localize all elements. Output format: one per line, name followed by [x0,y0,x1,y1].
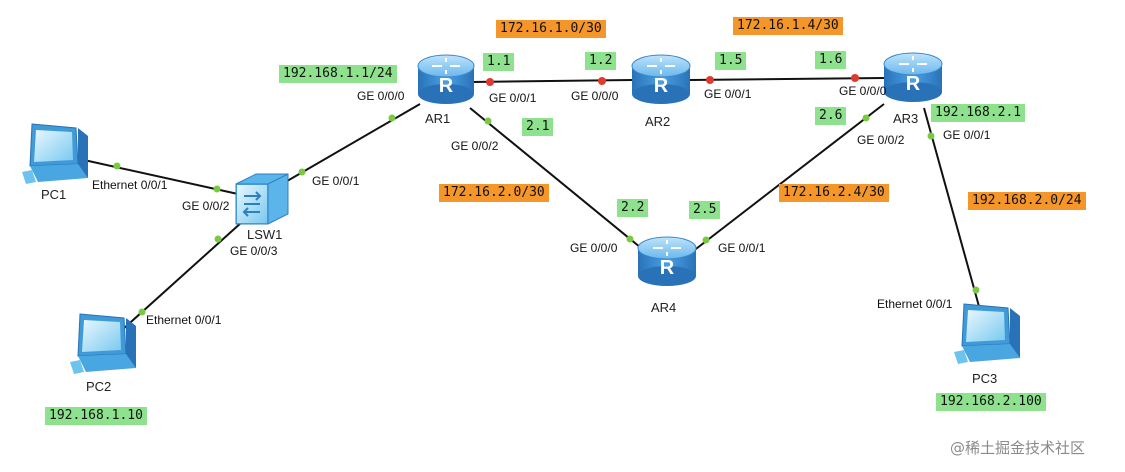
svg-text:R: R [439,75,454,97]
port-label-ar2-ge001: GE 0/0/1 [704,87,752,101]
port-dot-ar3-ge002 [862,114,870,122]
ip-label-ar1-11: 1.1 [483,53,515,71]
ip-label-ar1-lan: 192.168.1.1/24 [279,65,397,83]
pc-icon[interactable] [70,313,136,374]
link-pc1-lsw1[interactable] [83,159,239,195]
subnet-label-ar2-ar3: 172.16.1.4/30 [733,17,843,35]
link-ar4-ar3[interactable] [691,103,885,253]
port-label-ar3-ge000: GE 0/0/0 [839,84,887,98]
port-dot-ar2-ge000 [598,77,606,85]
ip-label-ar1-21: 2.1 [522,118,554,136]
device-name-ar4: AR4 [651,300,677,315]
port-label-ar4-ge000: GE 0/0/0 [570,241,618,255]
link-ar1-ar2[interactable] [471,79,633,83]
subnet-label-lan2: 192.168.2.0/24 [968,192,1086,210]
ip-label-ar4-22: 2.2 [617,199,649,217]
subnet-label-ar4-ar3: 172.16.2.4/30 [779,184,889,202]
svg-text:R: R [654,75,669,97]
port-label-ar1-ge002: GE 0/0/2 [451,139,499,153]
device-name-lsw1: LSW1 [247,227,283,242]
subnet-label-ar1-ar4: 172.16.2.0/30 [439,184,549,202]
ip-label-ar3-26: 2.6 [815,107,847,125]
ip-label-pc2: 192.168.1.10 [45,407,147,425]
link-ar1-ar4[interactable] [469,107,647,253]
port-label-pc3-eth: Ethernet 0/0/1 [877,297,953,311]
port-label-ar1-ge000: GE 0/0/0 [357,89,405,103]
port-dot-lsw1-ge003 [214,235,222,243]
router-icon[interactable]: R [637,236,697,286]
link-ar3-pc3[interactable] [923,107,981,311]
ip-label-ar3-lan: 192.168.2.1 [931,104,1026,122]
port-dot-lsw1-ge001 [298,168,306,176]
port-label-ar3-ge001: GE 0/0/1 [943,128,991,142]
router-icon[interactable]: R [883,52,943,102]
device-name-ar1: AR1 [425,111,451,126]
port-label-pc1-eth: Ethernet 0/0/1 [92,178,168,192]
port-dot-ar1-ge000 [388,114,396,122]
svg-text:R: R [906,73,921,95]
port-label-lsw1-ge003: GE 0/0/3 [230,244,278,258]
port-label-pc2-eth: Ethernet 0/0/1 [146,313,222,327]
ip-label-ar3-16: 1.6 [815,51,847,69]
port-label-ar3-ge002: GE 0/0/2 [857,133,905,147]
ip-label-ar2-12: 1.2 [585,52,617,70]
port-dot-pc3-eth [972,286,980,294]
device-name-pc2: PC2 [86,379,112,394]
device-name-pc3: PC3 [972,371,998,386]
watermark: @稀土掘金技术社区 [950,439,1086,457]
port-dot-ar1-ge002 [484,117,492,125]
pc-icon[interactable] [22,123,88,184]
svg-text:R: R [660,257,675,279]
router-icon[interactable]: R [631,54,691,104]
router-icon[interactable]: R [417,54,475,104]
port-dot-ar1-ge001 [486,78,494,86]
pc-icon[interactable] [954,303,1020,364]
port-dot-ar4-ge000 [626,235,634,243]
ip-label-ar4-25: 2.5 [689,201,721,219]
port-dot-ar2-ge001 [706,76,714,84]
port-dot-ar3-ge001 [927,132,935,140]
port-dot-pc2-eth [138,308,146,316]
port-label-lsw1-ge002: GE 0/0/2 [182,199,230,213]
port-dot-lsw1-ge002 [213,185,221,193]
port-dot-ar3-ge000 [851,74,859,82]
device-name-pc1: PC1 [41,187,67,202]
port-label-ar4-ge001: GE 0/0/1 [718,241,766,255]
device-name-ar3: AR3 [893,111,919,126]
ip-label-pc3: 192.168.2.100 [936,393,1046,411]
port-label-lsw1-ge001: GE 0/0/1 [312,174,360,188]
port-label-ar2-ge000: GE 0/0/0 [571,89,619,103]
switch-icon[interactable] [235,173,289,225]
port-dot-ar4-ge001 [702,236,710,244]
subnet-label-ar1-ar2: 172.16.1.0/30 [496,20,606,38]
device-name-ar2: AR2 [645,114,671,129]
port-dot-pc1-eth [113,162,121,170]
ip-label-ar2-15: 1.5 [715,52,747,70]
port-label-ar1-ge001: GE 0/0/1 [489,91,537,105]
